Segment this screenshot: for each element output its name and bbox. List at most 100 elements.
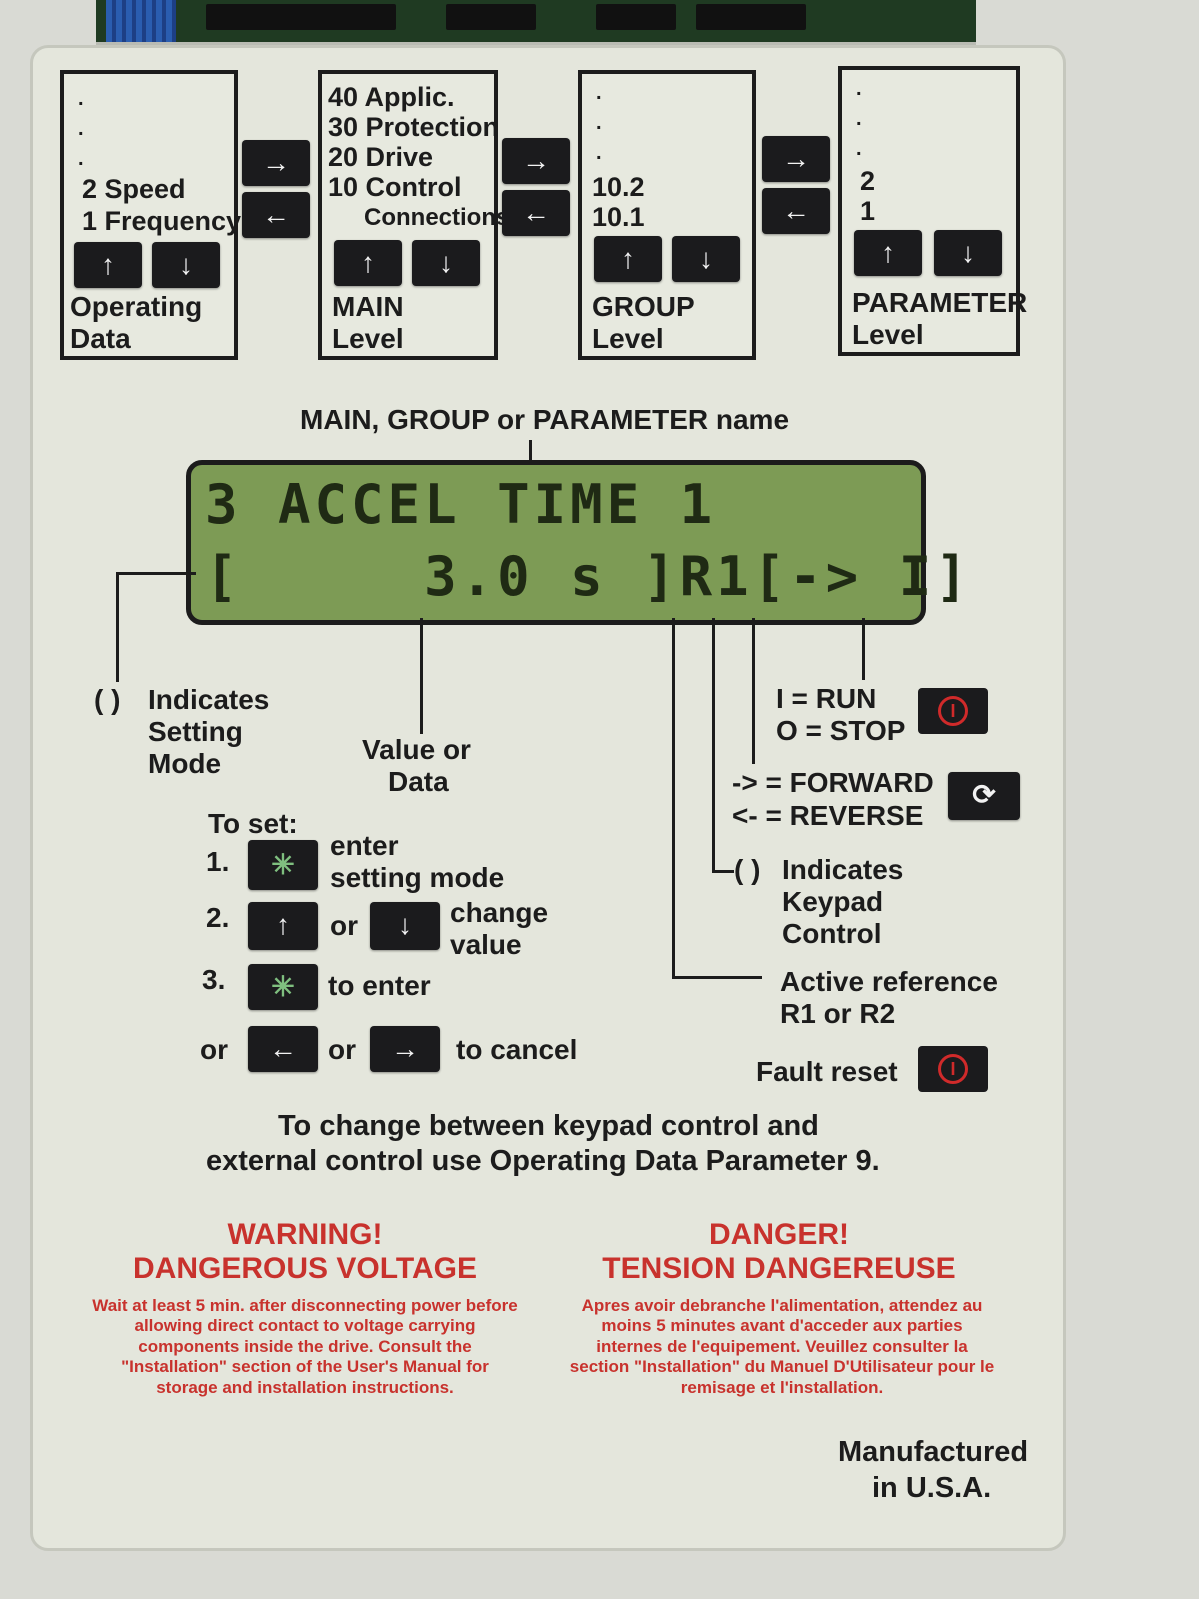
down-arrow-key[interactable]: ↓: [152, 242, 220, 288]
left-arrow-key[interactable]: ←: [248, 1026, 318, 1072]
leader-line: [116, 572, 119, 682]
stop-label: O = STOP: [776, 715, 906, 746]
paren-symbol: ( ): [94, 684, 121, 715]
warning-text: Wait at least 5 min. after disconnecting…: [92, 1296, 518, 1315]
menu-line: 20 Drive: [328, 142, 434, 172]
box-title: GROUP: [592, 291, 695, 322]
manufacturer-text: in U.S.A.: [872, 1472, 992, 1504]
menu-box-operating-data: . . . 2 Speed 1 Frequency ↑ ↓ Operating …: [60, 70, 242, 360]
circuit-board: [96, 0, 976, 45]
right-arrow-key[interactable]: →: [370, 1026, 440, 1072]
up-arrow-key[interactable]: ↑: [594, 236, 662, 282]
warning-text: "Installation" section of the User's Man…: [121, 1357, 489, 1376]
menu-line: 1: [860, 196, 876, 226]
step-number: 2.: [206, 902, 230, 933]
start-stop-button[interactable]: I: [918, 688, 988, 734]
keypad-control-label: Control: [782, 918, 882, 949]
step-text: value: [450, 929, 522, 960]
note-text: external control use Operating Data Para…: [206, 1145, 880, 1177]
up-arrow-key[interactable]: ↑: [74, 242, 142, 288]
instructions-heading: To set:: [208, 808, 298, 839]
box-title: PARAMETER: [852, 287, 1028, 318]
fault-reset-button[interactable]: I: [918, 1046, 988, 1092]
menu-line: 40 Applic.: [328, 82, 455, 112]
ellipsis-dot: .: [596, 142, 602, 164]
leader-line: [420, 618, 423, 734]
step-text: to cancel: [456, 1034, 578, 1065]
menu-line: Connections: [364, 204, 510, 231]
menu-box-group-level: . . . 10.2 10.1 ↑ ↓ GROUP Level: [578, 70, 756, 360]
warning-text: allowing direct contact to voltage carry…: [134, 1316, 476, 1335]
menu-box-parameter-level: . . . 2 1 ↑ ↓ PARAMETER Level: [838, 66, 1027, 356]
chip: [206, 4, 396, 30]
menu-line: 1 Frequency: [82, 206, 242, 236]
leader-line: [712, 618, 715, 872]
setting-mode-label: Indicates: [148, 684, 270, 715]
or-text: or: [328, 1034, 356, 1065]
ellipsis-dot: .: [856, 108, 862, 130]
or-text: or: [200, 1034, 228, 1065]
step-text: enter: [330, 830, 399, 861]
active-reference-label: R1 or R2: [780, 998, 896, 1029]
box-title: MAIN: [332, 291, 404, 322]
up-arrow-key[interactable]: ↑: [334, 240, 402, 286]
danger-title: DANGER!: [709, 1218, 849, 1251]
paren-symbol: ( ): [734, 854, 761, 885]
left-arrow-key[interactable]: ←: [502, 190, 570, 236]
right-arrow-key[interactable]: →: [762, 136, 830, 182]
warning-text: components inside the drive. Consult the: [138, 1337, 472, 1356]
menu-line: 2 Speed: [82, 174, 186, 204]
power-icon: I: [938, 1054, 968, 1084]
box-title: Level: [852, 319, 924, 350]
right-arrow-key[interactable]: →: [242, 140, 310, 186]
active-reference-label: Active reference: [780, 966, 998, 997]
value-label: Data: [388, 766, 449, 797]
forward-label: -> = FORWARD: [732, 767, 934, 798]
step-text: change: [450, 897, 549, 928]
step-text: to enter: [328, 970, 431, 1001]
danger-text: Apres avoir debranche l'alimentation, at…: [581, 1296, 983, 1315]
step-number: 3.: [202, 964, 226, 995]
left-arrow-key[interactable]: ←: [242, 192, 310, 238]
ellipsis-dot: .: [596, 112, 602, 134]
menu-line: 2: [860, 166, 876, 196]
enter-key[interactable]: ✳: [248, 840, 318, 890]
enter-key[interactable]: ✳: [248, 964, 318, 1010]
step-text: setting mode: [330, 862, 505, 893]
danger-text: section "Installation" du Manuel D'Utili…: [569, 1357, 995, 1376]
menu-line: 10.2: [592, 172, 645, 202]
left-arrow-key[interactable]: ←: [762, 188, 830, 234]
or-text: or: [330, 910, 358, 941]
down-arrow-key[interactable]: ↓: [412, 240, 480, 286]
setting-mode-label: Setting: [148, 716, 243, 747]
warning-title: DANGEROUS VOLTAGE: [133, 1252, 477, 1285]
danger-text: moins 5 minutes avant d'acceder aux part…: [601, 1316, 963, 1335]
leader-line: [712, 870, 734, 873]
run-label: I = RUN: [776, 683, 877, 714]
menu-line: 30 Protection: [328, 112, 500, 142]
leader-line: [529, 440, 532, 466]
keypad-control-label: Indicates: [782, 854, 904, 885]
ellipsis-dot: .: [78, 148, 84, 170]
manufacturer-text: Manufactured: [838, 1436, 1029, 1468]
down-arrow-key[interactable]: ↓: [370, 902, 440, 950]
ellipsis-dot: .: [596, 82, 602, 104]
box-title: Level: [332, 323, 404, 354]
down-arrow-key[interactable]: ↓: [934, 230, 1002, 276]
step-number: 1.: [206, 846, 230, 877]
ellipsis-dot: .: [856, 138, 862, 160]
down-arrow-key[interactable]: ↓: [672, 236, 740, 282]
direction-reverse-icon[interactable]: ⟳: [948, 772, 1020, 820]
warning-text: storage and installation instructions.: [156, 1378, 454, 1397]
up-arrow-key[interactable]: ↑: [854, 230, 922, 276]
chip: [696, 4, 806, 30]
keypad-control-label: Keypad: [782, 886, 884, 917]
menu-line: 10 Control: [328, 172, 462, 202]
ellipsis-dot: .: [856, 78, 862, 100]
setting-mode-label: Mode: [148, 748, 222, 779]
fault-reset-label: Fault reset: [756, 1056, 898, 1087]
box-title: Operating: [70, 291, 203, 322]
lcd-display: 3 ACCEL TIME 1 [ 3.0 s ]R1[-> I]: [186, 460, 968, 625]
up-arrow-key[interactable]: ↑: [248, 902, 318, 950]
right-arrow-key[interactable]: →: [502, 138, 570, 184]
